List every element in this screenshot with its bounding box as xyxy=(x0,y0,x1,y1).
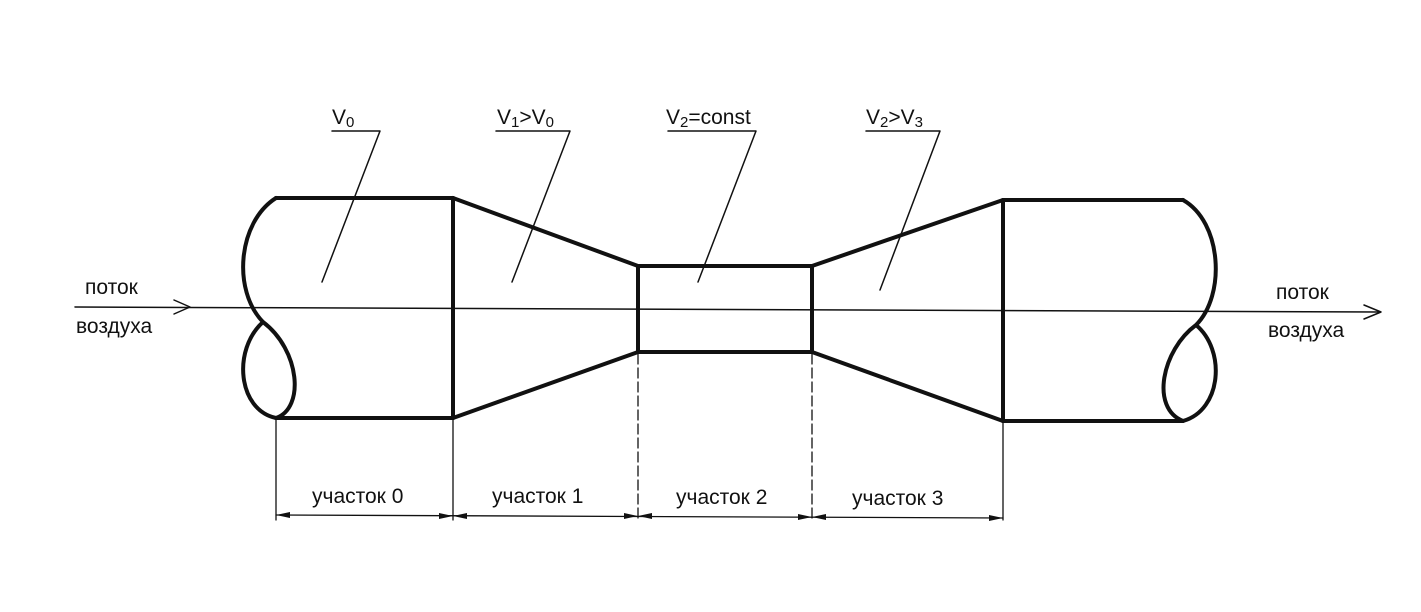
leader-v0 xyxy=(321,130,381,283)
dim-arrow-0-end xyxy=(439,513,453,519)
dim-arrow-0-start xyxy=(276,512,290,518)
velocity-label-v0: V0 xyxy=(332,106,354,131)
left-flow-label-line2: воздуха xyxy=(76,315,153,338)
dim-arrow-2-end xyxy=(798,514,812,520)
cone3-bottom-wall xyxy=(810,350,1005,423)
velocity-leaders xyxy=(321,130,941,291)
leader-v3 xyxy=(865,130,941,291)
right-flow-label-line2: воздуха xyxy=(1268,319,1345,342)
cone1-top-wall xyxy=(451,196,640,268)
right-flow-label-line1: поток xyxy=(1276,281,1330,304)
section-label-2: участок 2 xyxy=(676,486,767,509)
flow-axis xyxy=(74,299,1382,320)
leader-v1 xyxy=(495,130,571,283)
dim-arrow-1-end xyxy=(624,513,638,519)
dim-arrow-1-start xyxy=(453,513,467,519)
velocity-label-v1: V1>V0 xyxy=(497,106,554,131)
section-label-0: участок 0 xyxy=(312,485,403,508)
inlet-break-symbol xyxy=(241,196,297,420)
dimension-arrowheads xyxy=(276,512,1003,521)
section-label-1: участок 1 xyxy=(492,485,583,508)
dimension-lines xyxy=(275,353,1004,521)
right-flow-arrowhead xyxy=(1363,304,1382,320)
axis-line xyxy=(74,306,1381,313)
left-flow-label-line1: поток xyxy=(85,276,139,299)
cone3-top-wall xyxy=(810,198,1005,268)
velocity-label-v3: V2>V3 xyxy=(866,106,923,131)
velocity-label-v2: V2=const xyxy=(666,106,751,131)
leader-v2 xyxy=(667,130,757,283)
left-flow-arrowhead xyxy=(173,299,191,315)
dim-arrow-3-start xyxy=(812,514,826,520)
cone1-bottom-wall xyxy=(451,350,640,420)
dim-arrow-2-start xyxy=(638,513,652,519)
dim-arrow-3-end xyxy=(989,515,1003,521)
outlet-break-symbol xyxy=(1161,198,1218,423)
dimension-baseline xyxy=(275,514,1004,519)
section-label-3: участок 3 xyxy=(852,487,943,510)
